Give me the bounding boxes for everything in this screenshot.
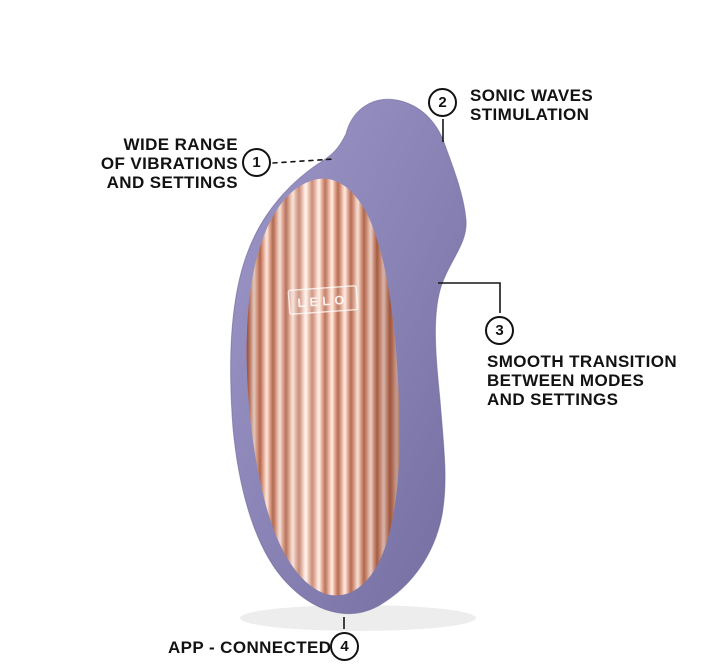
device-shell-shading bbox=[246, 178, 400, 596]
callout-4-number-badge: 4 bbox=[330, 632, 359, 661]
callout-1-line-3: AND SETTINGS bbox=[106, 173, 238, 192]
callout-1-line-1: WIDE RANGE bbox=[123, 135, 238, 154]
callout-2-number-badge: 2 bbox=[428, 88, 457, 117]
device-shadow bbox=[240, 605, 476, 631]
callout-1-line-2: OF VIBRATIONS bbox=[100, 154, 238, 173]
callout-wide-range-label: WIDE RANGE OF VIBRATIONS AND SETTINGS bbox=[30, 135, 238, 192]
connector-line-1 bbox=[272, 158, 335, 164]
brand-plate-frame bbox=[287, 285, 359, 315]
callout-sonic-waves-label: SONIC WAVES STIMULATION bbox=[470, 86, 593, 124]
connector-line-3 bbox=[438, 282, 501, 313]
callout-3-line-3: AND SETTINGS bbox=[487, 390, 619, 409]
callout-3-number-badge: 3 bbox=[485, 316, 514, 345]
callout-1-number-badge: 1 bbox=[242, 148, 271, 177]
callout-4-line-1: APP - CONNECTED bbox=[168, 638, 332, 657]
callout-app-connected-label: APP - CONNECTED bbox=[168, 638, 331, 657]
brand-plate: LELO bbox=[287, 285, 359, 315]
callout-3-line-1: SMOOTH TRANSITION bbox=[487, 352, 678, 371]
callout-smooth-transition-label: SMOOTH TRANSITION BETWEEN MODES AND SETT… bbox=[487, 352, 677, 409]
callout-2-line-2: STIMULATION bbox=[470, 105, 590, 124]
brand-logo-text: LELO bbox=[297, 293, 349, 311]
callout-3-line-2: BETWEEN MODES bbox=[487, 371, 645, 390]
callout-2-line-1: SONIC WAVES bbox=[470, 86, 594, 105]
